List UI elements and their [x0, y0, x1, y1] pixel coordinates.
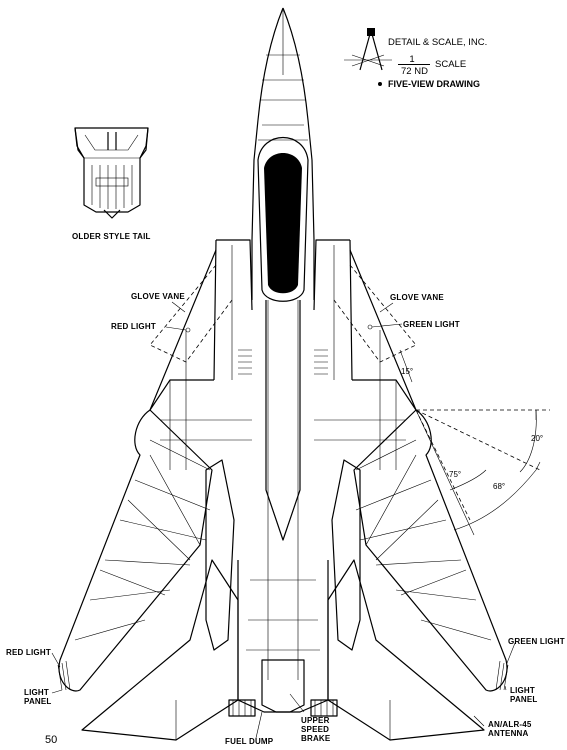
fuel-dump-label: FUEL DUMP	[225, 737, 274, 746]
page-number: 50	[45, 734, 58, 746]
aircraft-outline	[57, 7, 509, 741]
drawing-type: FIVE-VIEW DRAWING	[388, 79, 480, 89]
sweep-angle-68: 68°	[493, 482, 506, 491]
older-style-tail-label: OLDER STYLE TAIL	[72, 232, 151, 241]
sweep-angle-75: 75°	[449, 470, 462, 479]
scale-word: SCALE	[435, 59, 467, 70]
sweep-angle-20: 20°	[531, 434, 544, 443]
publisher-name: DETAIL & SCALE, INC.	[388, 37, 488, 48]
upper-speed-brake-label: UPPER SPEED BRAKE	[301, 716, 331, 743]
scale-numerator: 1	[409, 54, 415, 65]
scale-fraction-bar	[398, 64, 430, 65]
glove-vane-left-label: GLOVE VANE	[131, 292, 185, 301]
dividers-logo-icon	[344, 28, 392, 86]
green-light-wing-label: GREEN LIGHT	[508, 637, 565, 646]
glove-vane-right-label: GLOVE VANE	[390, 293, 444, 302]
light-panel-right-label: LIGHT PANEL	[510, 686, 538, 704]
light-panel-left-label: LIGHT PANEL	[24, 688, 52, 706]
leader-lines	[51, 301, 516, 739]
antenna-label: AN/ALR-45 ANTENNA	[488, 720, 532, 738]
sweep-angle-construction	[399, 349, 550, 536]
glove-vane-outline-right	[333, 264, 417, 363]
red-light-glove-label: RED LIGHT	[111, 322, 156, 331]
glove-vane-outline-left	[149, 264, 233, 363]
scale-denominator: 72 ND	[401, 66, 428, 77]
green-light-glove-label: GREEN LIGHT	[403, 320, 460, 329]
glove-vane-angle-15: 15°	[401, 367, 414, 376]
red-light-wing-label: RED LIGHT	[6, 648, 51, 657]
older-tail-inset	[74, 127, 149, 219]
